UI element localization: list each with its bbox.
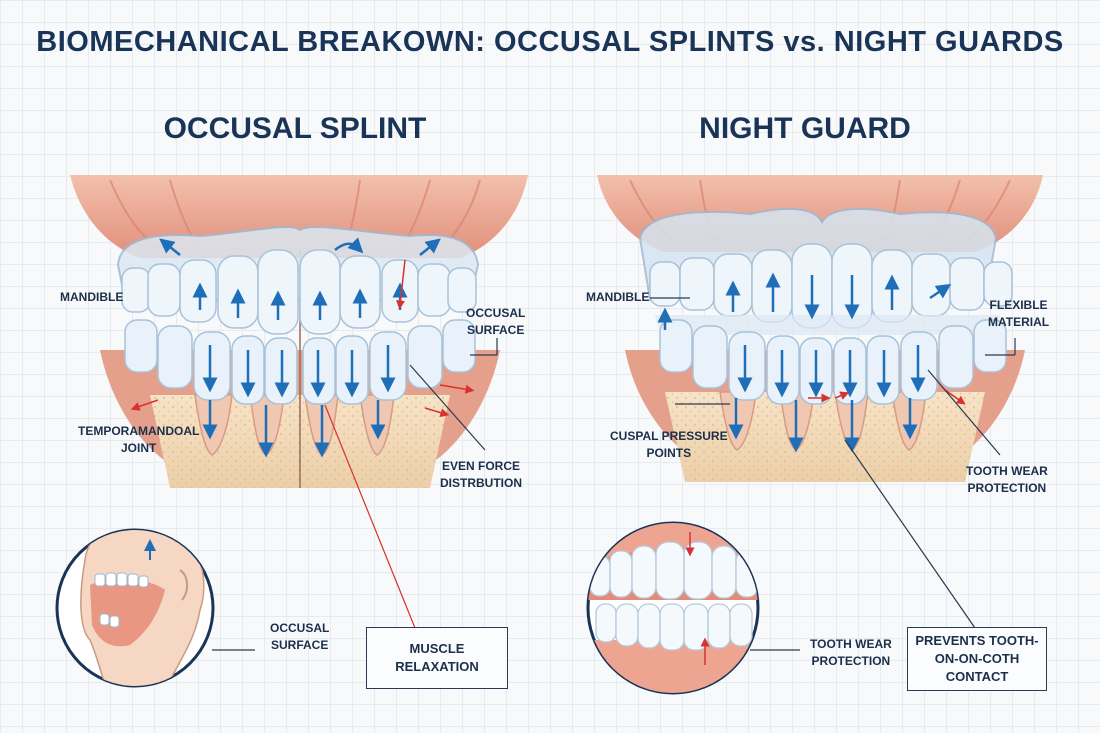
left-occlusal-surface-line2: SURFACE xyxy=(467,323,525,337)
right-tooth-wear-label: TOOTH WEAR PROTECTION xyxy=(966,463,1048,497)
right-cuspal-line2: POINTS xyxy=(646,446,692,460)
left-inset-occlusal-line1: OCCUSAL xyxy=(270,621,330,635)
left-occlusal-surface-line1: OCCUSAL xyxy=(466,306,526,320)
prevents-contact-line2: ON-ON-COTH CONTACT xyxy=(934,651,1020,684)
right-tooth-wear-line2: PROTECTION xyxy=(967,481,1047,495)
prevents-contact-box: PREVENTS TOOTH- ON-ON-COTH CONTACT xyxy=(907,627,1047,691)
right-cuspal-line1: CUSPAL PRESSURE xyxy=(610,429,728,443)
left-inset-occlusal-label: OCCUSAL SURFACE xyxy=(270,620,329,654)
right-flexible-material-label: FLEXIBLE MATERIAL xyxy=(988,297,1049,331)
night-guard-title: NIGHT GUARD xyxy=(699,112,911,145)
muscle-relaxation-box: MUSCLE RELAXATION xyxy=(366,627,508,689)
left-occlusal-surface-label: OCCUSAL SURFACE xyxy=(466,305,525,339)
right-cuspal-pressure-label: CUSPAL PRESSURE POINTS xyxy=(610,428,728,462)
head-profile-inset xyxy=(55,528,215,688)
left-inset-occlusal-line2: SURFACE xyxy=(271,638,329,652)
left-mandible-label: MANDIBLE xyxy=(60,290,124,304)
right-inset-tooth-wear-label: TOOTH WEAR PROTECTION xyxy=(810,636,892,670)
left-even-force-line1: EVEN FORCE xyxy=(441,459,520,473)
teeth-closeup-inset xyxy=(586,521,760,695)
right-flexible-line2: MATERIAL xyxy=(988,315,1050,329)
left-tmj-line1: TEMPORAMANDOAL xyxy=(78,424,200,438)
left-even-force-label: EVEN FORCE DISTRBUTION xyxy=(440,458,522,492)
night-guard-illustration xyxy=(597,175,1043,651)
right-inset-wear-line2: PROTECTION xyxy=(811,654,891,668)
left-tmj-label: TEMPORAMANDOAL JOINT xyxy=(78,423,199,457)
main-title: BIOMECHANICAL BREAKOWN: OCCUSAL SPLINTS … xyxy=(36,26,1064,58)
occlusal-splint-title: OCCUSAL SPLINT xyxy=(163,112,427,145)
right-mandible-label: MANDIBLE xyxy=(586,290,650,304)
occlusal-splint-illustration xyxy=(70,175,528,651)
prevents-contact-line1: PREVENTS TOOTH- xyxy=(915,633,1039,648)
right-inset-wear-line1: TOOTH WEAR xyxy=(810,637,892,651)
left-tmj-line2: JOINT xyxy=(120,441,157,455)
left-even-force-line2: DISTRBUTION xyxy=(440,476,522,490)
right-flexible-line1: FLEXIBLE xyxy=(989,298,1048,312)
right-tooth-wear-line1: TOOTH WEAR xyxy=(966,464,1048,478)
